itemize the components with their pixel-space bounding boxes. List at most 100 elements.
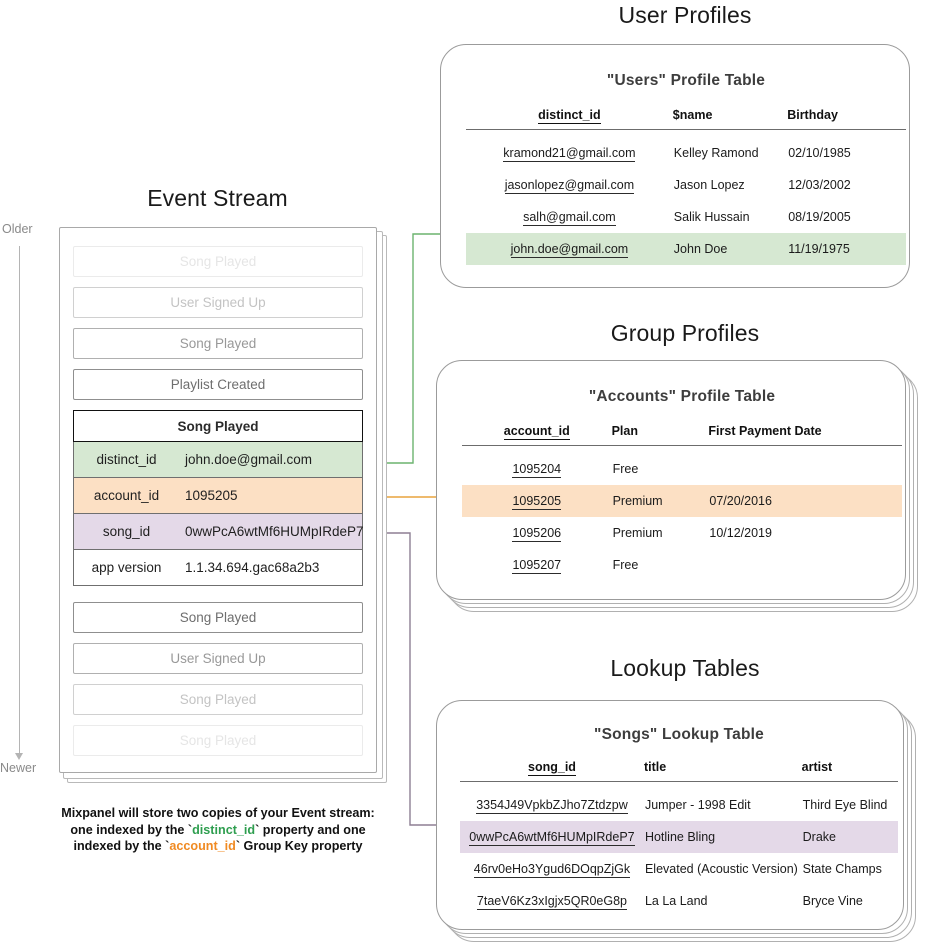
event-item-label: User Signed Up [170, 651, 266, 666]
timeline-arrow-icon [15, 753, 23, 760]
table-cell: Bryce Vine [802, 885, 898, 917]
event-item[interactable]: User Signed Up [73, 643, 363, 674]
event-property-key: account_id [93, 488, 160, 503]
table-row[interactable]: 1095206 Premium 10/12/2019 [462, 517, 902, 549]
table-cell: 10/12/2019 [708, 517, 902, 549]
table-cell-text: Drake [802, 830, 836, 844]
event-item[interactable]: Song Played [73, 684, 363, 715]
lookup-tables-title: Lookup Tables [610, 655, 760, 681]
event-item[interactable]: Song Played [73, 328, 363, 359]
event-item[interactable]: User Signed Up [73, 287, 363, 318]
event-item-label: User Signed Up [170, 295, 266, 310]
column-header-label: title [643, 760, 667, 774]
table-cell: Premium [611, 485, 709, 517]
table-cell: State Champs [802, 853, 898, 885]
table-cell-text: jasonlopez@gmail.com [504, 178, 635, 194]
event-item[interactable]: Song Played [73, 246, 363, 277]
table-cell-text: Premium [612, 526, 663, 540]
table-cell: 12/03/2002 [787, 169, 906, 201]
table-cell: Premium [612, 517, 709, 549]
expanded-event-properties: distinct_id john.doe@gmail.com account_id 1… [73, 442, 364, 586]
table-cell-text: Bryce Vine [802, 894, 863, 908]
event-item[interactable]: Playlist Created [73, 369, 363, 400]
table-cell: 0wwPcA6wtMf6HUMpIRdeP7 [460, 821, 644, 853]
event-stream-title: Event Stream [147, 185, 288, 211]
table-cell-text: John Doe [673, 242, 728, 256]
table-cell-text: 1095205 [512, 494, 562, 510]
table-cell-text: Third Eye Blind [802, 798, 888, 812]
table-cell: 1095206 [462, 517, 612, 549]
table-cell-text: Free [612, 558, 639, 572]
table-cell-text: 07/20/2016 [709, 494, 772, 508]
table-cell: 07/20/2016 [708, 485, 902, 517]
expanded-event-card[interactable]: Song Played distinct_id john.doe@gmail.co… [73, 410, 364, 586]
event-item[interactable]: Song Played [73, 602, 363, 633]
table-row[interactable]: 0wwPcA6wtMf6HUMpIRdeP7 Hotline Bling Drake [460, 821, 898, 853]
table-cell-text: 0wwPcA6wtMf6HUMpIRdeP7 [469, 830, 635, 846]
table-cell: Third Eye Blind [802, 789, 898, 821]
event-item-label: Song Played [179, 610, 257, 625]
expanded-event-name: Song Played [73, 410, 363, 442]
table-cell-text: 1095207 [512, 558, 562, 574]
table-cell-text: 02/10/1985 [788, 146, 851, 160]
timeline-label-older: Older [2, 222, 33, 236]
column-header: title [644, 760, 802, 782]
table-cell-text: 1095206 [512, 526, 562, 542]
table-cell: Free [612, 549, 709, 581]
caption-line-1: Mixpanel will store two copies of your E… [61, 806, 375, 820]
table-cell: kramond21@gmail.com [466, 137, 673, 169]
group-profiles-card [436, 360, 906, 600]
table-cell [708, 549, 902, 581]
table-cell-text: salh@gmail.com [523, 210, 616, 226]
table-cell-text: Hotline Bling [644, 830, 716, 844]
column-header: First Payment Date [708, 424, 902, 446]
table-cell-text: 12/03/2002 [788, 178, 851, 192]
table-cell: 08/19/2005 [787, 201, 906, 233]
table-row[interactable]: salh@gmail.com Salik Hussain 08/19/2005 [466, 201, 906, 233]
accounts-table-title: "Accounts" Profile Table [588, 388, 776, 405]
table-cell: Elevated (Acoustic Version) [644, 853, 802, 885]
column-header-label: $name [672, 108, 713, 122]
column-header-label: song_id [528, 760, 576, 776]
table-row[interactable]: 3354J49VpkbZJho7Ztdzpw Jumper - 1998 Edit… [460, 789, 898, 821]
table-cell: jasonlopez@gmail.com [466, 169, 673, 201]
column-header: Plan [612, 424, 709, 446]
event-property-key: distinct_id [96, 452, 157, 467]
table-cell-text: Free [612, 462, 639, 476]
caption-account-id: account_id [169, 839, 236, 854]
table-cell-text: 10/12/2019 [709, 526, 772, 540]
table-row[interactable]: 1095205 Premium 07/20/2016 [462, 485, 902, 517]
event-property-row: account_id 1095205 [73, 478, 363, 514]
table-cell-text: Elevated (Acoustic Version) [644, 862, 798, 876]
table-cell-text: 08/19/2005 [788, 210, 851, 224]
event-item[interactable]: Song Played [73, 725, 363, 756]
diagram-caption: Mixpanel will store two copies of your E… [38, 805, 398, 855]
table-cell: salh@gmail.com [466, 201, 673, 233]
event-item-label: Song Played [179, 733, 257, 748]
table-cell: 1095205 [462, 485, 612, 517]
table-cell-text: Salik Hussain [673, 210, 750, 224]
table-cell-text: Jumper - 1998 Edit [644, 798, 751, 812]
column-header: $name [673, 108, 787, 130]
event-property-value: john.doe@gmail.com [185, 452, 313, 467]
table-cell: Kelley Ramond [673, 137, 787, 169]
timeline-axis [19, 246, 20, 754]
event-property-value: 1095205 [185, 488, 238, 503]
table-cell-text: Kelley Ramond [673, 146, 759, 160]
table-row[interactable]: 1095207 Free [462, 549, 902, 581]
table-cell-text: 3354J49VpkbZJho7Ztdzpw [476, 798, 628, 814]
column-header: distinct_id [466, 108, 673, 130]
event-item-label: Song Played [179, 336, 257, 351]
table-cell-text: Premium [612, 494, 663, 508]
